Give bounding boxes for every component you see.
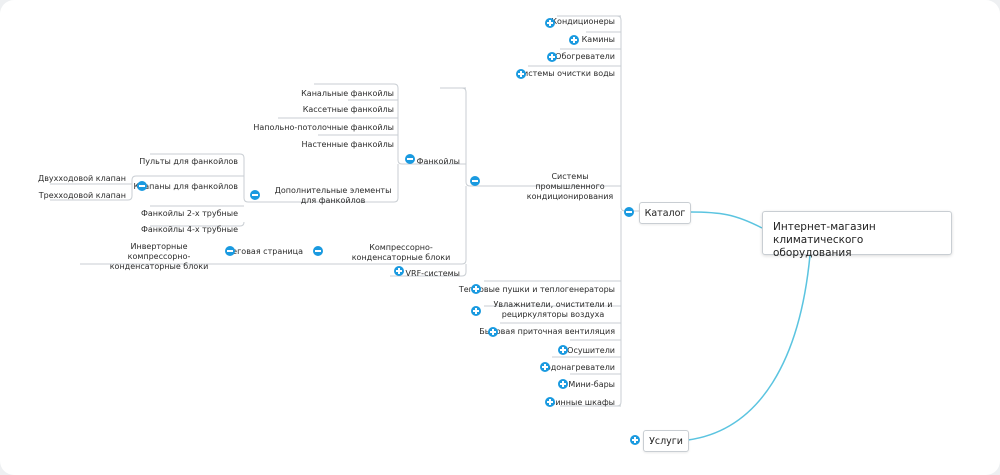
- node-water-heaters[interactable]: Водонагреватели: [540, 363, 615, 372]
- heaters-expand-icon[interactable]: [547, 52, 557, 62]
- node-minibars[interactable]: Мини-бары: [568, 380, 615, 389]
- node-remotes[interactable]: Пульты для фанкойлов: [139, 157, 238, 166]
- node-heat-guns[interactable]: Тепловые пушки и теплогенераторы: [458, 285, 615, 294]
- node-dehumidifiers[interactable]: Осушители: [567, 346, 615, 355]
- services-expand-icon[interactable]: [630, 435, 640, 445]
- vrf-expand-icon[interactable]: [394, 266, 404, 276]
- fancoils-collapse-icon[interactable]: [405, 154, 415, 164]
- node-compressor-units[interactable]: Компрессорно-конденсаторные блоки: [351, 243, 451, 262]
- node-wall-fancoils[interactable]: Настенные фанкойлы: [301, 140, 394, 149]
- valves-collapse-icon[interactable]: [137, 181, 147, 191]
- node-tag-page[interactable]: Теговая страница: [227, 247, 303, 256]
- humidifiers-expand-icon[interactable]: [471, 306, 481, 316]
- node-fancoils[interactable]: Фанкойлы: [416, 157, 460, 166]
- node-vrf[interactable]: VRF-системы: [405, 269, 460, 278]
- node-fireplaces[interactable]: Камины: [581, 35, 615, 44]
- wine-cabinets-expand-icon[interactable]: [545, 397, 555, 407]
- node-humidifiers[interactable]: Увлажнители, очистители и рециркуляторы …: [493, 300, 613, 319]
- node-valves[interactable]: Клапаны для фанкойлов: [133, 182, 238, 191]
- water-systems-expand-icon[interactable]: [516, 69, 526, 79]
- node-ventilation[interactable]: Бытовая приточная вентиляция: [479, 327, 615, 336]
- extra-elements-collapse-icon[interactable]: [250, 190, 260, 200]
- node-wine-cabinets[interactable]: Винные шкафы: [549, 398, 615, 407]
- tag-page-collapse-icon[interactable]: [225, 246, 235, 256]
- dehumidifiers-expand-icon[interactable]: [558, 345, 568, 355]
- compressor-units-collapse-icon[interactable]: [313, 246, 323, 256]
- node-four-pipe[interactable]: Фанкойлы 4-х трубные: [140, 225, 238, 234]
- services-node[interactable]: Услуги: [643, 430, 689, 452]
- heat-guns-expand-icon[interactable]: [471, 284, 481, 294]
- node-inverter-units[interactable]: Инверторные компрессорно-конденсаторные …: [109, 242, 209, 271]
- node-floor-ceiling-fancoils[interactable]: Напольно-потолочные фанкойлы: [253, 123, 394, 132]
- fireplaces-expand-icon[interactable]: [569, 35, 579, 45]
- root-node[interactable]: Интернет-магазин климатического оборудов…: [762, 211, 952, 259]
- node-extra-elements[interactable]: Дополнительные элементы для фанкойлов: [274, 186, 392, 205]
- node-water-systems[interactable]: Системы очистки воды: [517, 69, 615, 78]
- minibars-expand-icon[interactable]: [558, 379, 568, 389]
- node-conditioners[interactable]: Кондиционеры: [551, 17, 615, 26]
- node-two-pipe[interactable]: Фанкойлы 2-х трубные: [140, 209, 238, 218]
- catalog-collapse-icon[interactable]: [624, 207, 634, 217]
- industrial-collapse-icon[interactable]: [470, 176, 480, 186]
- conditioners-expand-icon[interactable]: [545, 18, 555, 28]
- water-heaters-expand-icon[interactable]: [540, 362, 550, 372]
- node-channel-fancoils[interactable]: Канальные фанкойлы: [301, 89, 394, 98]
- node-heaters[interactable]: Обогреватели: [555, 52, 615, 61]
- node-three-way-valve[interactable]: Трехходовой клапан: [38, 191, 126, 200]
- node-industrial[interactable]: Системы промышленного кондиционирования: [526, 172, 614, 201]
- ventilation-expand-icon[interactable]: [488, 327, 498, 337]
- catalog-node[interactable]: Каталог: [639, 202, 691, 224]
- node-two-way-valve[interactable]: Двухходовой клапан: [37, 174, 126, 183]
- node-cassette-fancoils[interactable]: Кассетные фанкойлы: [302, 105, 394, 114]
